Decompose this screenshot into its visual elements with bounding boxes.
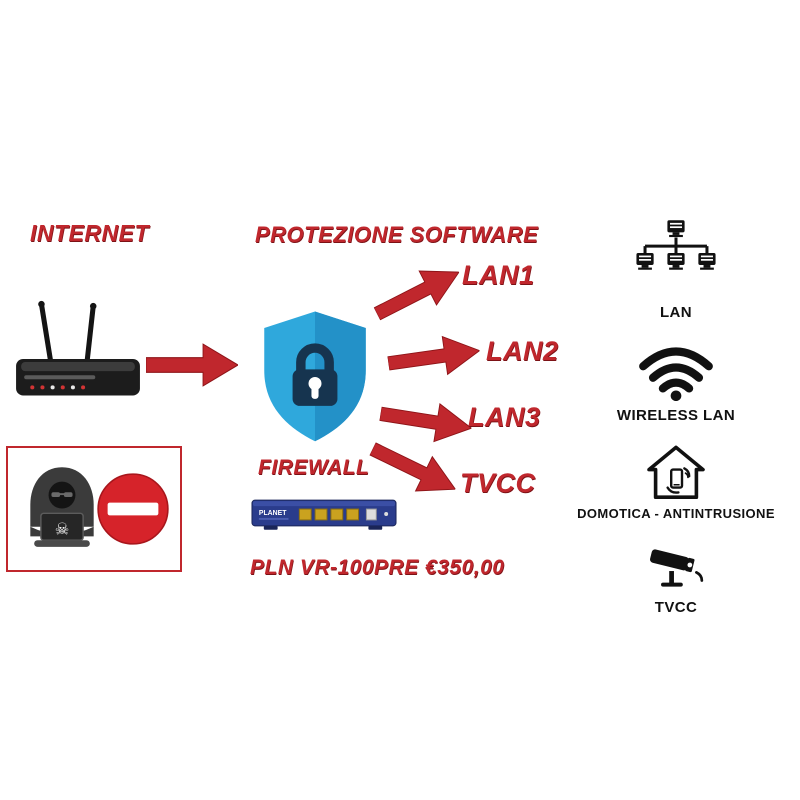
no-entry-icon <box>96 472 170 546</box>
panel-label-domotica: DOMOTICA - ANTINTRUSIONE <box>577 506 775 521</box>
panel-item-tvcc: TVCC <box>642 545 710 616</box>
firewall-shield-icon <box>256 306 374 448</box>
panel-item-domotica: DOMOTICA - ANTINTRUSIONE <box>577 444 775 521</box>
cctv-camera-icon <box>650 549 704 587</box>
internet-title: INTERNET <box>30 220 149 246</box>
panel-label-wireless-lan: WIRELESS LAN <box>616 407 736 424</box>
arrow-internet-to-firewall <box>146 342 238 388</box>
internet-router-icon <box>12 292 144 432</box>
output-label-lan3: LAN3 <box>468 402 541 432</box>
hacker-icon: ☠ <box>14 458 110 560</box>
firewall-appliance-icon: PLANET <box>250 492 398 534</box>
panel-label-lan: LAN <box>659 304 693 321</box>
wifi-icon <box>639 347 713 401</box>
panel-label-tvcc: TVCC <box>654 599 698 616</box>
product-price-label: PLN VR-100PRE €350,00 <box>250 556 505 579</box>
panel-item-wireless-lan: WIRELESS LAN <box>617 343 735 424</box>
arrow-to-lan3 <box>377 393 474 449</box>
output-label-lan1: LAN1 <box>462 260 535 290</box>
svg-text:PLANET: PLANET <box>259 510 287 517</box>
panel-item-lan: LAN <box>633 220 719 321</box>
arrow-to-lan2 <box>386 330 483 384</box>
firewall-label: FIREWALL <box>258 456 370 479</box>
hacker-blocked-box: ☠ <box>6 446 182 572</box>
output-label-lan2: LAN2 <box>486 336 559 366</box>
services-panel: LAN WIRELESS LAN DOMOTICA - ANTINTRUSION… <box>560 220 792 616</box>
home-automation-icon <box>647 445 705 499</box>
lan-network-icon <box>636 220 716 270</box>
protection-software-title: PROTEZIONE SOFTWARE <box>255 222 539 247</box>
arrow-to-lan1 <box>367 253 468 332</box>
output-label-tvcc: TVCC <box>460 468 536 498</box>
svg-text:☠: ☠ <box>55 519 70 538</box>
arrow-to-tvcc <box>363 430 464 508</box>
